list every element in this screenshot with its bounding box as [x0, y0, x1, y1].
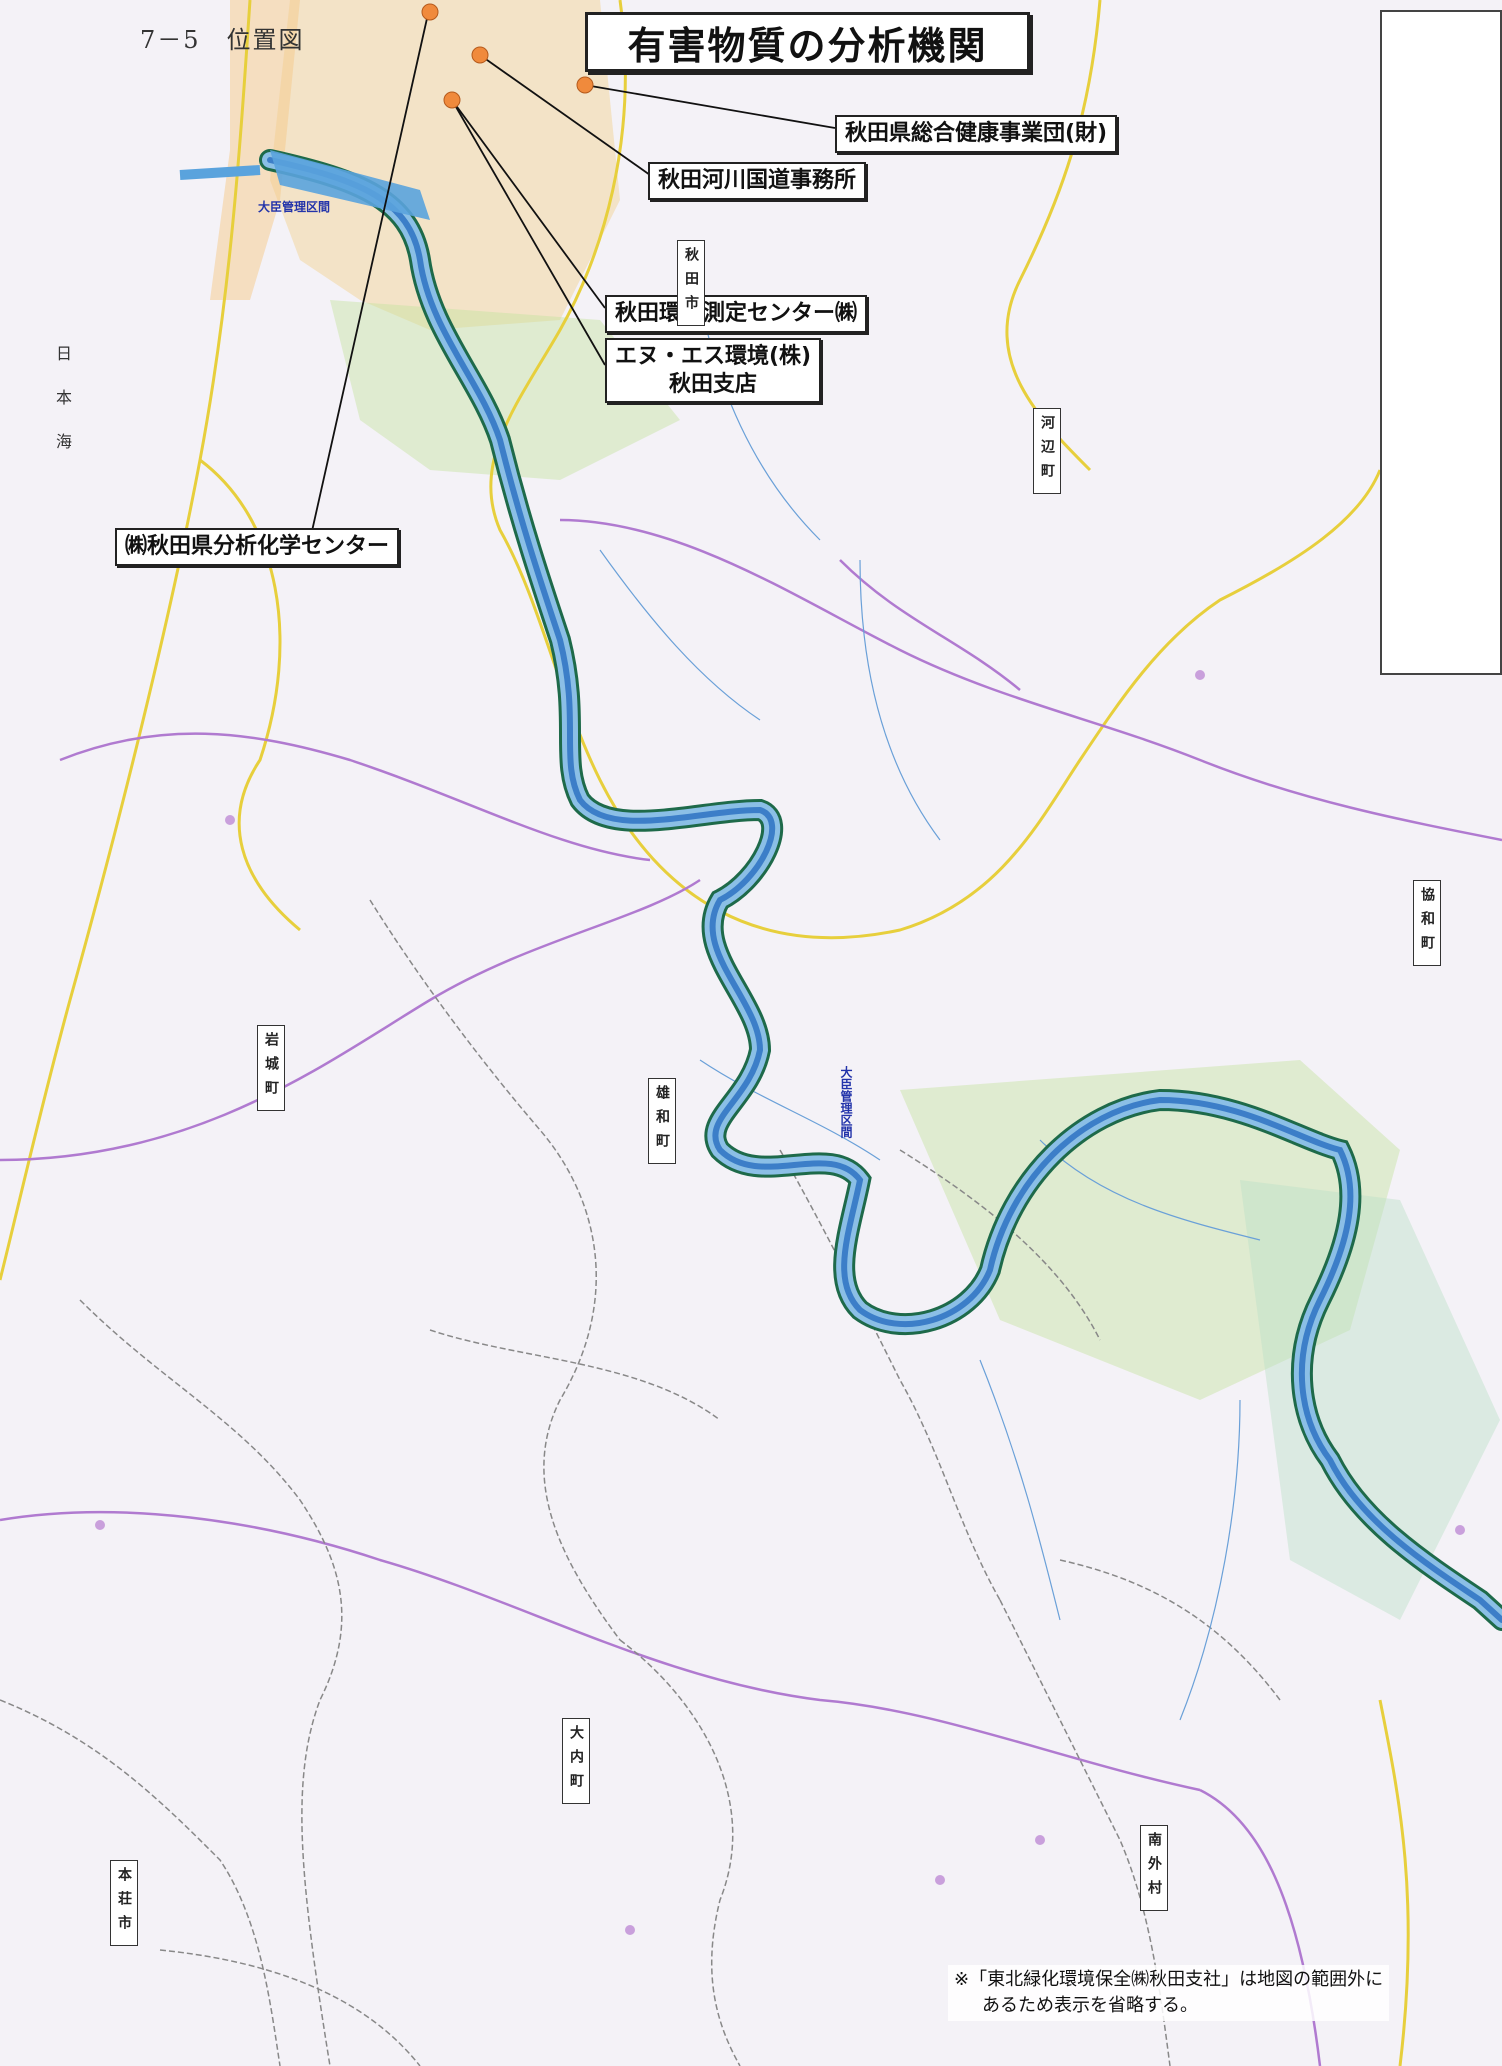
- muni-boundaries: [0, 518, 1502, 2066]
- muni-kawabe: 河辺町: [1033, 408, 1061, 494]
- muni-ouchi: 大内町: [562, 1718, 590, 1804]
- sea-label: 日本海: [53, 345, 72, 477]
- muni-yuwa: 雄和町: [648, 1078, 676, 1164]
- footnote-line1: ※「東北緑化環境保全㈱秋田支社」は地図の範囲外に: [954, 1969, 1384, 1990]
- org-label-nes: エヌ・エス環境(株) 秋田支店: [605, 338, 822, 403]
- org-label-kasen: 秋田河川国道事務所: [648, 162, 867, 200]
- footnote-line2: あるため表示を省略する。: [982, 1995, 1198, 2017]
- river-channel: [267, 157, 1502, 1623]
- estuary: [270, 150, 430, 220]
- green-area-south: [1240, 1180, 1500, 1620]
- org-label-soken: 秋田県総合健康事業団(財): [835, 115, 1118, 153]
- muni-iwaki: 岩城町: [257, 1025, 285, 1111]
- marker-kankyo: [443, 91, 461, 109]
- marker-bunseki: [421, 3, 439, 21]
- main-river: [259, 149, 1502, 1631]
- green-area-east: [900, 1060, 1400, 1400]
- urban-area: [270, 0, 620, 330]
- coastline: [0, 0, 252, 1281]
- page-label: 7－5 位置図: [140, 26, 305, 54]
- org-label-kankyo: 秋田環境測定センター㈱: [605, 295, 868, 333]
- streams: [599, 299, 1261, 1721]
- org-label-nes-line1: エヌ・エス環境(株): [615, 344, 812, 369]
- org-label-bunseki: ㈱秋田県分析化学センター: [115, 528, 400, 566]
- legend-box: [1380, 10, 1502, 675]
- footnote: ※「東北緑化環境保全㈱秋田支社」は地図の範囲外に あるため表示を省略する。: [948, 1965, 1390, 2022]
- marker-soken: [576, 76, 594, 94]
- muni-kyowa: 協和町: [1413, 880, 1441, 966]
- canal: [179, 165, 261, 180]
- muni-akita: 秋田市: [677, 240, 705, 326]
- district-lines: [0, 899, 1281, 2066]
- kanri-label-2: 大臣管理区間: [839, 1066, 853, 1138]
- map-title: 有害物質の分析機関: [585, 12, 1030, 72]
- marker-kasen: [471, 46, 489, 64]
- leader-lines: [309, 4, 836, 541]
- muni-honjo: 本荘市: [110, 1860, 138, 1946]
- kanri-label-1: 大臣管理区間: [258, 200, 331, 214]
- muni-minamisoto: 南外村: [1140, 1825, 1168, 1911]
- benchmark-dots: [95, 670, 1465, 1935]
- org-label-nes-line2: 秋田支店: [669, 371, 758, 397]
- org-markers: [421, 3, 594, 109]
